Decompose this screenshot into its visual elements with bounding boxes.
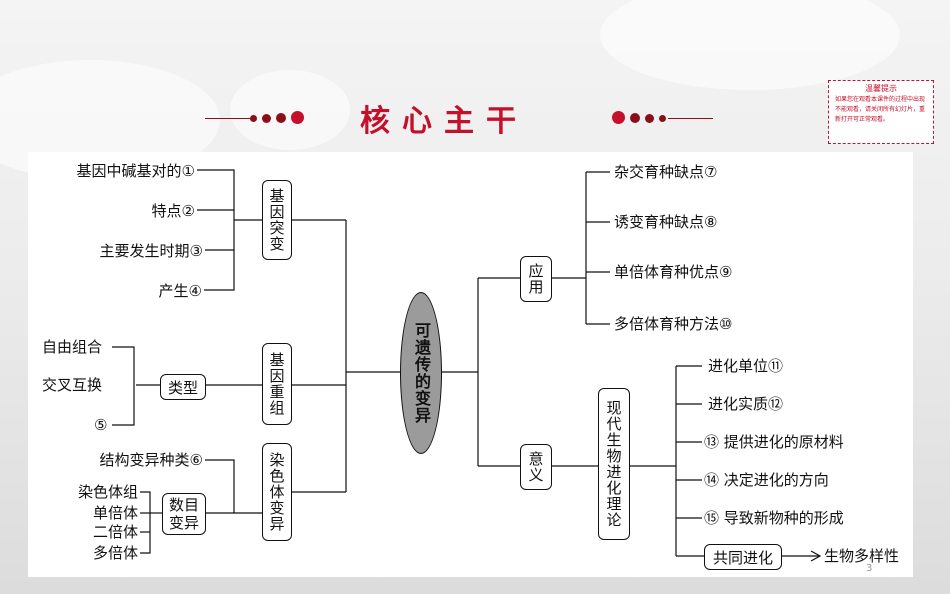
application-item-2: 诱变育种缺点⑧	[614, 213, 718, 231]
banner-title: 核心主干	[360, 104, 528, 139]
banner-line-left	[205, 118, 250, 119]
chromosome-number-box: 数目变异	[162, 493, 206, 535]
banner-bead	[262, 114, 271, 123]
chromosome-box: 染色体变异	[262, 443, 292, 541]
evolution-item-4: ⑭ 决定进化的方向	[704, 471, 829, 489]
recombination-item-1: 自由组合	[42, 338, 103, 356]
application-item-4: 多倍体育种方法⑩	[614, 315, 733, 333]
evolution-item-3: ⑬ 提供进化的原材料	[704, 433, 844, 451]
banner-bead	[645, 114, 654, 123]
banner-bead	[291, 111, 304, 124]
chromosome-number-item-1: 染色体组	[77, 483, 138, 501]
chromosome-structure-item: 结构变异种类⑥	[99, 451, 203, 469]
recombination-item-3: ⑤	[94, 416, 108, 434]
chromosome-number-item-3: 二倍体	[92, 523, 138, 541]
center-node: 可遗传的变异	[400, 292, 442, 454]
background-petal	[600, 0, 900, 90]
banner-bead	[659, 115, 666, 122]
gene-mutation-box: 基因突变	[262, 180, 292, 260]
evolution-item-2: 进化实质⑫	[708, 395, 784, 413]
banner-bead	[250, 115, 257, 122]
chromosome-number-item-2: 单倍体	[92, 504, 138, 522]
recombination-item-2: 交叉互换	[42, 376, 103, 394]
recombination-type-box: 类型	[160, 374, 206, 400]
gene-mutation-item-4: 产生④	[158, 282, 202, 300]
application-box: 应用	[520, 256, 552, 302]
evolution-theory-box: 现代生物进化理论	[598, 388, 630, 540]
recombination-box: 基因重组	[262, 343, 292, 425]
gene-mutation-item-3: 主要发生时期③	[99, 242, 203, 260]
tip-body: 如果您在观看本课件的过程中出现不能观看，请关闭所有幻灯片，重新打开可正常观看。	[835, 96, 926, 123]
tip-title: 温馨提示	[865, 84, 897, 93]
evolution-item-1: 进化单位⑪	[708, 357, 784, 375]
chromosome-number-item-4: 多倍体	[92, 544, 138, 562]
coevolution-box: 共同进化	[704, 544, 782, 570]
banner-bead	[630, 113, 640, 123]
tip-box: 温馨提示 如果您在观看本课件的过程中出现不能观看，请关闭所有幻灯片，重新打开可正…	[828, 80, 934, 144]
significance-box: 意义	[520, 444, 552, 490]
coevolution-result: 生物多样性	[824, 547, 900, 565]
gene-mutation-item-2: 特点②	[151, 202, 195, 220]
background-petal	[230, 70, 350, 150]
evolution-item-5: ⑮ 导致新物种的形成	[704, 509, 844, 527]
application-item-1: 杂交育种缺点⑦	[614, 163, 718, 181]
banner-line-right	[668, 118, 713, 119]
application-item-3: 单倍体育种优点⑨	[614, 263, 733, 281]
page-number: 3	[866, 563, 873, 574]
banner-bead	[612, 111, 625, 124]
gene-mutation-item-1: 基因中碱基对的①	[76, 162, 195, 180]
banner-bead	[276, 113, 286, 123]
